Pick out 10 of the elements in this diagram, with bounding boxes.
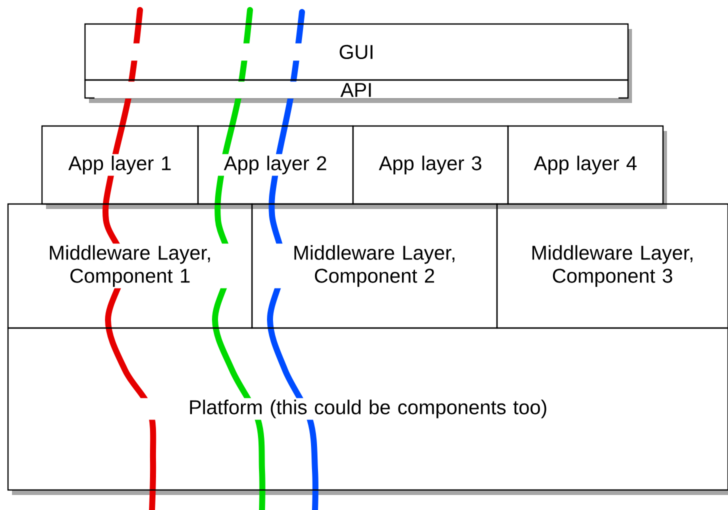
layer-box: API [84,79,629,99]
layer-box: App layer 3 [352,125,509,205]
layer-box: App layer 4 [507,125,664,205]
layer-box: App layer 2 [197,125,354,205]
layer-box: App layer 1 [41,125,199,205]
layer-box: Platform (this could be components too) [7,327,728,491]
layer-box: GUI [84,23,629,81]
layer-box: Middleware Layer, Component 2 [251,203,498,329]
layer-box: Middleware Layer, Component 1 [7,203,253,329]
layer-box: Middleware Layer, Component 3 [496,203,728,329]
